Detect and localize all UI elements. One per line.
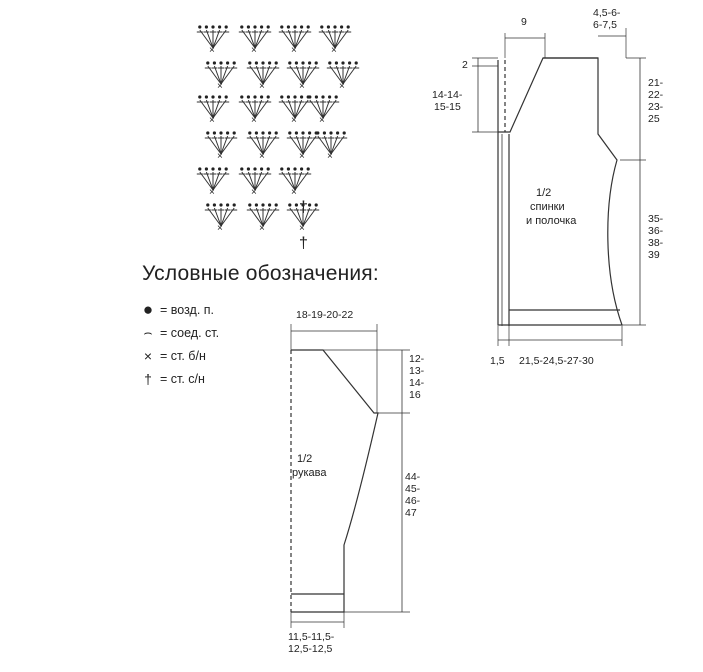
body-neck-width: 9 xyxy=(521,16,527,28)
stitch-fan: × xyxy=(326,61,360,92)
sleeve-length-2: 45- xyxy=(405,483,421,495)
body-outline xyxy=(497,57,623,326)
svg-text:×: × xyxy=(217,81,223,92)
stitch-fan: × xyxy=(286,61,320,92)
body-shoulder-width-2: 6-7,5 xyxy=(593,19,617,31)
sleeve-cap-2: 13- xyxy=(409,365,425,377)
sleeve-top-width: 18-19-20-22 xyxy=(296,309,353,321)
svg-text:×: × xyxy=(259,151,265,162)
svg-text:×: × xyxy=(331,45,337,56)
body-side-3: 38- xyxy=(648,237,664,249)
svg-text:×: × xyxy=(217,223,223,234)
sleeve-cap-4: 16 xyxy=(409,389,421,401)
stitch-fan: × xyxy=(196,95,230,126)
sleeve-cuff-1: 11,5-11,5- xyxy=(288,631,335,643)
body-shoulder-drop: 2 xyxy=(462,59,468,71)
svg-text:×: × xyxy=(339,81,345,92)
svg-text:×: × xyxy=(299,223,305,234)
svg-text:×: × xyxy=(251,187,257,198)
stitch-fan: × xyxy=(286,203,320,234)
body-armhole-2: 22- xyxy=(648,89,664,101)
legend-text-slip: = соед. ст. xyxy=(160,325,220,340)
body-armhole-4: 25 xyxy=(648,113,660,125)
sleeve-cap-3: 14- xyxy=(409,377,425,389)
body-neck-depth: 14-14- xyxy=(432,89,463,101)
stitch-chart: ××××××××××××××××××××××†† xyxy=(196,25,360,252)
svg-text:×: × xyxy=(291,187,297,198)
stitch-fan: × xyxy=(278,167,312,198)
legend-row-slip: ⌢ = соед. ст. xyxy=(140,321,219,344)
sleeve-cap-1: 12- xyxy=(409,353,425,365)
body-side-1: 35- xyxy=(648,213,664,225)
svg-text:×: × xyxy=(251,115,257,126)
body-width: 21,5-24,5-27-30 xyxy=(519,355,594,367)
svg-text:×: × xyxy=(217,151,223,162)
stitch-fan: × xyxy=(204,203,238,234)
legend-row-single: × = ст. б/н xyxy=(140,344,219,367)
double-crochet-mark: † xyxy=(299,235,308,252)
stitch-fan: × xyxy=(318,25,352,56)
svg-text:×: × xyxy=(319,115,325,126)
stitch-fan: × xyxy=(278,25,312,56)
chain-stitch-icon: ● xyxy=(142,299,154,319)
sleeve-label-1: 1/2 xyxy=(297,453,312,465)
stitch-fan: × xyxy=(204,131,238,162)
svg-text:×: × xyxy=(291,115,297,126)
body-armhole-1: 21- xyxy=(648,77,664,89)
svg-text:×: × xyxy=(209,187,215,198)
stitch-fan: × xyxy=(204,61,238,92)
stitch-fan: × xyxy=(314,131,348,162)
legend-row-chain: ● = возд. п. xyxy=(140,298,219,321)
svg-text:×: × xyxy=(259,81,265,92)
legend-row-double: † = ст. с/н xyxy=(140,367,219,390)
body-side-2: 36- xyxy=(648,225,664,237)
sleeve-length-3: 46- xyxy=(405,495,421,507)
svg-text:×: × xyxy=(259,223,265,234)
body-side-4: 39 xyxy=(648,249,660,261)
sleeve-label-2: рукава xyxy=(292,467,327,479)
stitch-fan: × xyxy=(196,167,230,198)
stitch-fan: × xyxy=(246,203,280,234)
body-label-1: 1/2 xyxy=(536,187,551,199)
stitch-fan: × xyxy=(196,25,230,56)
body-armhole-3: 23- xyxy=(648,101,664,113)
legend-text-single: = ст. б/н xyxy=(160,348,206,363)
stitch-fan: × xyxy=(246,131,280,162)
svg-text:×: × xyxy=(327,151,333,162)
stitch-fan: × xyxy=(238,25,272,56)
legend-text-double: = ст. с/н xyxy=(160,371,205,386)
slip-stitch-icon: ⌢ xyxy=(143,324,153,340)
legend-title: Условные обозначения: xyxy=(142,262,379,285)
stitch-fan: × xyxy=(238,95,272,126)
sleeve-length-4: 47 xyxy=(405,507,417,519)
svg-text:×: × xyxy=(251,45,257,56)
svg-text:×: × xyxy=(299,81,305,92)
body-shoulder-width: 4,5-6- xyxy=(593,7,621,19)
svg-text:×: × xyxy=(209,115,215,126)
body-placket-width: 1,5 xyxy=(490,355,505,367)
svg-text:×: × xyxy=(209,45,215,56)
svg-text:×: × xyxy=(291,45,297,56)
sleeve-length-1: 44- xyxy=(405,471,421,483)
body-label-2: спинки xyxy=(530,201,565,213)
sleeve-outline xyxy=(291,349,379,613)
double-crochet-mark: † xyxy=(299,199,308,216)
stitch-fan: × xyxy=(238,167,272,198)
stitch-fan: × xyxy=(306,95,340,126)
double-crochet-icon: † xyxy=(144,370,152,387)
stitch-fan: × xyxy=(246,61,280,92)
single-crochet-icon: × xyxy=(143,347,153,364)
sleeve-cuff-2: 12,5-12,5 xyxy=(288,643,333,655)
body-label-3: и полочка xyxy=(526,215,577,227)
body-neck-depth-2: 15-15 xyxy=(434,101,461,113)
legend-list: ● = возд. п. ⌢ = соед. ст. × = ст. б/н †… xyxy=(140,298,219,390)
svg-text:×: × xyxy=(299,151,305,162)
legend-text-chain: = возд. п. xyxy=(160,302,215,317)
